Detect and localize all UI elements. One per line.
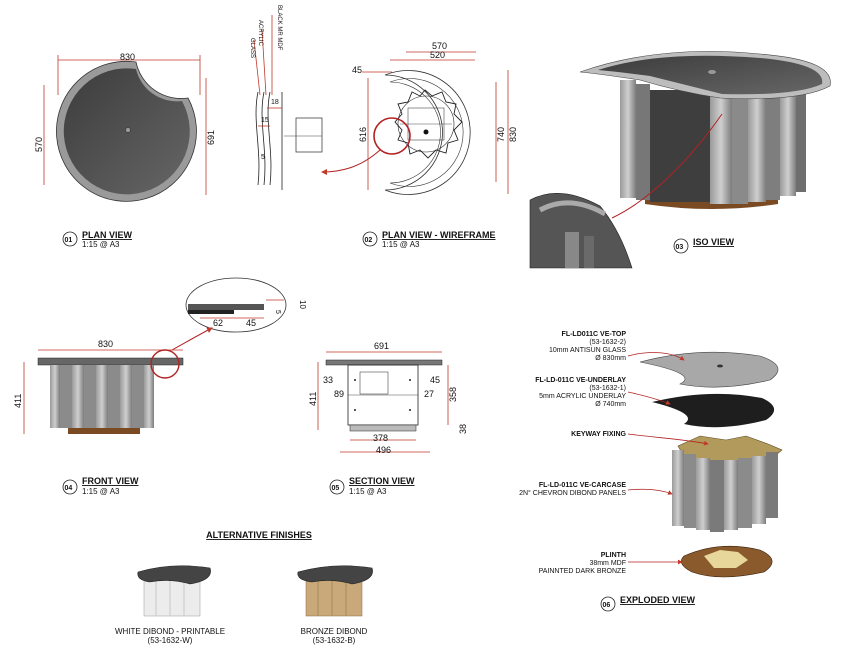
view-01-num: 01 <box>65 237 73 244</box>
section-691: 691 <box>374 341 389 351</box>
section-496: 496 <box>376 445 391 455</box>
finish-bronze-code: (53-1632-B) <box>313 636 356 645</box>
plan-wireframe: 570 520 45 616 740 830 <box>321 41 518 195</box>
exploded-top <box>639 351 779 388</box>
exploded-underlay-title: FL-LD-011C VE-UNDERLAY <box>535 377 626 384</box>
edge-detail-bubble: 10 5 62 45 <box>171 277 307 351</box>
iso-top-glass <box>598 55 823 95</box>
exploded-underlay-line-2: 5mm ACRYLIC UNDERLAY <box>539 393 626 400</box>
section-89: 89 <box>334 389 344 399</box>
wire-520: 520 <box>430 50 445 60</box>
wire-830: 830 <box>508 127 518 142</box>
finish-bronze: BRONZE DIBOND (53-1632-B) <box>297 565 373 645</box>
exploded-underlay-line-1: (53-1632-1) <box>589 385 626 392</box>
detail-5: 5 <box>274 310 281 314</box>
view-04-scale: 1:15 @ A3 <box>82 487 120 496</box>
exploded-underlay-line-3: Ø 740mm <box>595 401 626 408</box>
exploded-underlay <box>652 393 775 428</box>
view-tag-03: 03 ISO VIEW <box>673 237 735 254</box>
front-detail-callout <box>150 349 180 379</box>
view-tag-04: 04 FRONT VIEW 1:15 @ A3 <box>62 476 139 496</box>
view-05-title: SECTION VIEW <box>349 476 415 486</box>
wire-570: 570 <box>432 41 447 51</box>
section-45: 45 <box>430 375 440 385</box>
exploded-top-line-3: Ø 830mm <box>595 355 626 362</box>
wire-740: 740 <box>496 127 506 142</box>
exploded-top-line-1: (53-1632-2) <box>589 339 626 346</box>
wire-chevron-carcase <box>394 89 463 159</box>
plan-center-hole <box>125 127 131 133</box>
plan-depth-label: 570 <box>34 137 44 152</box>
section-27: 27 <box>424 389 434 399</box>
section-411: 411 <box>308 392 318 406</box>
iso-detail-inset <box>529 192 633 269</box>
iso-carcase-panels <box>620 80 806 204</box>
wire-45: 45 <box>352 65 362 75</box>
section-378: 378 <box>373 433 388 443</box>
section-358: 358 <box>448 387 458 402</box>
alternative-finishes: ALTERNATIVE FINISHES WHITE DIBOND - PRIN… <box>115 530 373 645</box>
view-03-num: 03 <box>676 244 684 251</box>
exploded-top-title: FL-LD011C VE-TOP <box>562 331 627 338</box>
view-01-title: PLAN VIEW <box>82 230 133 240</box>
exploded-plinth-line-2: PAINNTED DARK BRONZE <box>539 568 627 575</box>
finish-white-code: (53-1632-W) <box>148 636 193 645</box>
plan-diag-label: 691 <box>206 130 216 145</box>
exploded-top-line-2: 10mm ANTISUN GLASS <box>549 347 626 354</box>
view-04-num: 04 <box>65 485 73 492</box>
section-33: 33 <box>323 375 333 385</box>
wire-616: 616 <box>358 127 368 142</box>
section-view: 691 33 89 45 27 411 358 38 378 496 <box>308 341 468 455</box>
view-04-title: FRONT VIEW <box>82 476 139 486</box>
view-02-scale: 1:15 @ A3 <box>382 240 420 249</box>
front-height: 411 <box>13 394 23 408</box>
plan-width-label: 830 <box>120 52 135 62</box>
wire-detail-callout <box>373 117 411 155</box>
view-05-num: 05 <box>332 485 340 492</box>
finish-white-name: WHITE DIBOND - PRINTABLE <box>115 627 225 636</box>
iso-view <box>529 51 831 269</box>
finish-bronze-name: BRONZE DIBOND <box>301 627 368 636</box>
plan-view: 830 570 691 <box>34 52 216 202</box>
layer-5: 5 <box>261 154 265 161</box>
glass-label: GLASS <box>249 38 255 58</box>
view-01-scale: 1:15 @ A3 <box>82 240 120 249</box>
wire-inner <box>389 78 464 187</box>
view-tag-01: 01 PLAN VIEW 1:15 @ A3 <box>62 230 133 249</box>
exploded-carcase <box>672 450 778 532</box>
front-panels <box>50 365 154 428</box>
view-tag-06: 06 EXPLODED VIEW <box>600 595 696 612</box>
exploded-keyway-title: KEYWAY FIXING <box>571 431 626 438</box>
wire-outer <box>384 70 471 195</box>
section-38: 38 <box>458 424 468 434</box>
finish-white: WHITE DIBOND - PRINTABLE (53-1632-W) <box>115 565 225 645</box>
exploded-carcase-title: FL-LD-011C VE-CARCASE <box>539 482 626 489</box>
layer-15: 15 <box>261 117 269 124</box>
finishes-heading: ALTERNATIVE FINISHES <box>206 530 312 540</box>
view-tag-05: 05 SECTION VIEW 1:15 @ A3 <box>329 476 415 496</box>
exploded-plinth-line-1: 38mm MDF <box>589 560 626 567</box>
view-02-num: 02 <box>365 237 373 244</box>
mdf-label: BLACK MR MDF <box>276 5 282 51</box>
view-tag-02: 02 PLAN VIEW - WIREFRAME 1:15 @ A3 <box>362 230 496 249</box>
view-03-title: ISO VIEW <box>693 237 735 247</box>
view-02-title: PLAN VIEW - WIREFRAME <box>382 230 496 240</box>
layer-detail: GLASS ACRYLIC BLACK MR MDF 18 15 5 <box>249 5 323 190</box>
exploded-view: FL-LD011C VE-TOP (53-1632-2) 10mm ANTISU… <box>519 331 783 578</box>
acrylic-label: ACRYLIC <box>257 20 263 47</box>
front-width: 830 <box>98 339 113 349</box>
view-06-title: EXPLODED VIEW <box>620 595 696 605</box>
front-plinth <box>68 428 140 434</box>
front-view: 830 411 <box>13 339 184 434</box>
layer-18: 18 <box>271 99 279 106</box>
view-06-num: 06 <box>603 602 611 609</box>
view-05-scale: 1:15 @ A3 <box>349 487 387 496</box>
detail-62: 62 <box>213 318 223 328</box>
exploded-plinth-title: PLINTH <box>601 552 626 559</box>
detail-10: 10 <box>298 300 307 309</box>
exploded-carcase-line-1: 2N° CHEVRON DIBOND PANELS <box>519 489 626 497</box>
detail-45: 45 <box>246 318 256 328</box>
